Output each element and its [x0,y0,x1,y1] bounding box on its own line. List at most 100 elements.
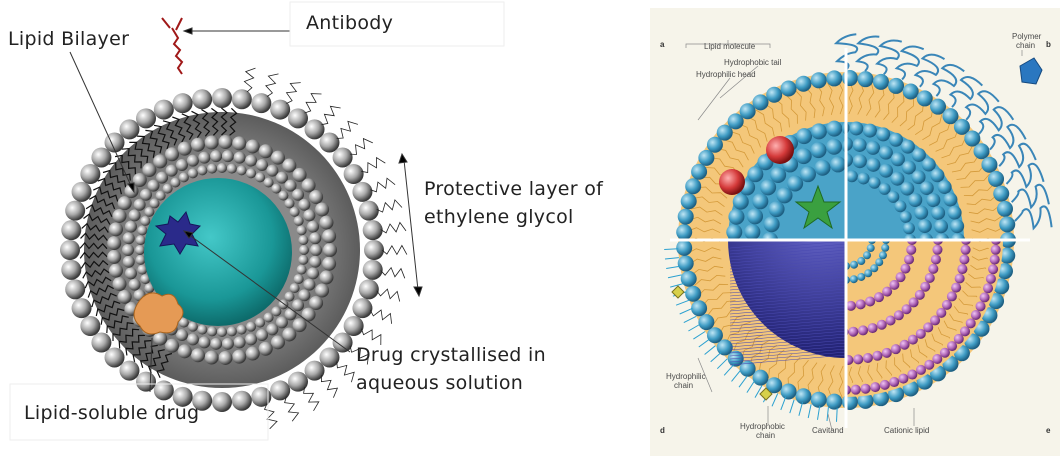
lipid-head [931,206,945,220]
lipid-head [259,342,273,356]
lipid-head [881,244,889,252]
cationic-lipid [990,255,1000,265]
lipid-head [205,351,219,365]
lipid-head [118,196,132,210]
lipid-head [237,165,247,175]
cavitand-label: Cavitand [812,426,844,435]
lipid-head [218,351,232,365]
lipid-head [290,207,300,217]
cationic-lipid [868,323,878,333]
lipid-head [988,171,1004,187]
lipid-head [685,286,701,302]
lipid-head [282,327,296,341]
lipid-head [826,70,842,86]
lipid-head [166,165,178,177]
lipid-head [298,199,310,211]
cationic-lipid [920,282,930,292]
lipid-head [232,136,246,150]
lipid-soluble-drug-icon [134,293,183,334]
lipid-head [863,251,871,259]
lipid-head [857,273,865,281]
panel-letter-a: a [660,40,664,49]
lipid-head [363,220,383,240]
lipid-head [900,211,912,223]
drug-ball-icon [719,169,745,195]
lipid-head [323,243,337,257]
lipid-head [826,121,842,137]
lipid-head [869,177,881,189]
panel-letter-e: e [1046,426,1050,435]
lipid-head [853,138,867,152]
lipid-head [91,333,111,353]
lipid-head [270,100,290,120]
lipid-head [309,296,323,310]
lipid-head [766,87,782,103]
lipid-head [207,326,217,336]
cationic-lipid [858,325,868,335]
cationic-lipid [882,348,892,358]
lipid-head [156,172,168,184]
lipid-head [227,164,237,174]
lipid-head [222,150,234,162]
lipid-head [319,270,333,284]
lipid-head [65,279,85,299]
lipid-head [685,178,701,194]
lipid-head [119,119,139,139]
lipid-head [179,172,189,182]
lipid-head [830,156,846,172]
lipid-head [857,257,865,265]
lipid-head [310,244,322,256]
lipid-head [119,361,139,381]
drug-crystallised-label-line1: Drug crystallised in [356,344,546,366]
lipid-head [698,314,714,330]
cationic-lipid [880,380,890,390]
lipid-head [733,194,749,210]
lipid-head [297,265,307,275]
lipid-head [91,147,111,167]
lipid-head [237,325,247,335]
lipid-head [122,244,134,256]
lipid-head [246,168,256,178]
lipid-head [246,139,260,153]
lipid-head [255,172,265,182]
lipid-head [322,257,336,271]
lipid-head [707,327,723,343]
lipid-head [681,271,697,287]
lipid-head [691,164,707,180]
lipid-head [144,207,154,217]
lipid-head [118,290,132,304]
lipid-head [298,289,310,301]
lipid-head [187,333,199,345]
lipid-head [298,255,308,265]
antibody-label: Antibody [306,12,393,34]
lipid-head [65,201,85,221]
lipid-head [333,333,353,353]
lipid-head [333,147,353,167]
lipid-head [154,380,174,400]
lipid-head [926,193,940,207]
lipid-head [744,224,760,240]
lipid-head [890,172,904,186]
lipid-head [305,119,325,139]
hydrophilic-chain-label-line1: Hydrophilic [666,372,706,381]
lipid-head [150,198,160,208]
lipid-head [876,127,890,141]
lipid-head [129,209,141,221]
lipid-head [294,274,304,284]
lipid-head [187,155,199,167]
liposome-diagram-svg [0,0,640,456]
lipid-head [781,383,797,399]
lipid-head [232,350,246,364]
polymer-block-icon [1020,58,1042,84]
lipid-head [917,90,933,106]
lipid-head [344,316,364,336]
lipid-head [198,336,210,348]
cationic-lipid [908,335,918,345]
antibody-icon [162,18,182,74]
lipid-head [222,338,234,350]
polymer-chain-label-line2: chain [1016,41,1035,50]
cationic-lipid [991,245,1001,255]
lipid-head [344,164,364,184]
cationic-lipid [957,264,967,274]
lipid-head [760,179,776,195]
